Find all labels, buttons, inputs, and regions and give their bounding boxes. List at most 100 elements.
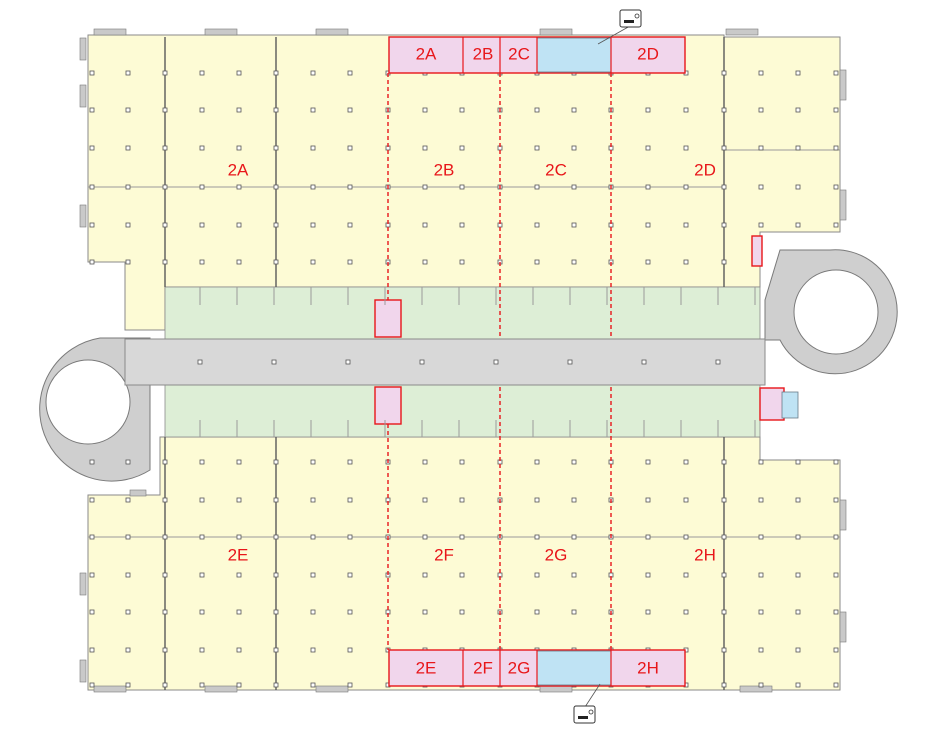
column [347, 572, 353, 578]
column [199, 497, 205, 503]
column [162, 572, 168, 578]
column [459, 609, 465, 615]
column [347, 609, 353, 615]
smoking-area-icon [573, 705, 596, 724]
column [125, 259, 131, 265]
zone-label-2e: 2E [228, 545, 249, 564]
column [683, 184, 689, 190]
column [645, 184, 651, 190]
office-label-2f: 2F [473, 658, 493, 677]
column [683, 459, 689, 465]
column [534, 497, 540, 503]
column [125, 107, 131, 113]
column [571, 459, 577, 465]
column [236, 572, 242, 578]
column [89, 70, 95, 76]
column [89, 497, 95, 503]
column [833, 572, 839, 578]
column [310, 107, 316, 113]
column [199, 184, 205, 190]
office-label-2b: 2B [473, 44, 494, 63]
column [236, 259, 242, 265]
zone-label-2f: 2F [434, 545, 454, 564]
truck-door [79, 572, 87, 596]
column [310, 497, 316, 503]
column [162, 259, 168, 265]
column [422, 184, 428, 190]
column [534, 459, 540, 465]
column [571, 572, 577, 578]
center-core-south [374, 386, 402, 425]
column [571, 259, 577, 265]
column [419, 359, 425, 365]
column [721, 259, 727, 265]
column [162, 184, 168, 190]
column [125, 70, 131, 76]
column [459, 459, 465, 465]
column [345, 359, 351, 365]
zone-label-2g: 2G [545, 545, 568, 564]
column [162, 459, 168, 465]
column [273, 682, 279, 688]
column [310, 70, 316, 76]
zone-label-2h: 2H [694, 545, 716, 564]
zone-label-2b: 2B [434, 160, 455, 179]
column [534, 259, 540, 265]
column [534, 609, 540, 615]
column [125, 647, 131, 653]
column [273, 497, 279, 503]
column [162, 222, 168, 228]
berth-row-south [164, 384, 761, 438]
center-core-north [374, 299, 402, 338]
column [236, 497, 242, 503]
column [347, 70, 353, 76]
column [89, 459, 95, 465]
column [89, 534, 95, 540]
column [758, 497, 764, 503]
column [310, 259, 316, 265]
truck-door [204, 28, 238, 36]
column [571, 497, 577, 503]
column [89, 222, 95, 228]
column [89, 259, 95, 265]
truck-door [315, 28, 349, 36]
column [645, 572, 651, 578]
column [683, 222, 689, 228]
column [162, 107, 168, 113]
column [683, 534, 689, 540]
office-label-2g: 2G [508, 658, 531, 677]
column [571, 222, 577, 228]
column [347, 107, 353, 113]
zone-label-2c: 2C [545, 160, 567, 179]
column [571, 145, 577, 151]
column [273, 609, 279, 615]
warehouse-north [87, 34, 841, 331]
column [199, 682, 205, 688]
column [795, 459, 801, 465]
column [162, 682, 168, 688]
truck-door [204, 685, 238, 693]
column [125, 534, 131, 540]
column [833, 70, 839, 76]
truck-door [739, 685, 773, 693]
column [273, 70, 279, 76]
column [571, 609, 577, 615]
smoking-area-icon [619, 9, 642, 28]
column [273, 145, 279, 151]
column [758, 609, 764, 615]
column [125, 222, 131, 228]
column [347, 145, 353, 151]
column [236, 459, 242, 465]
column [459, 145, 465, 151]
column [125, 145, 131, 151]
column [833, 497, 839, 503]
column [422, 497, 428, 503]
column [89, 647, 95, 653]
column [534, 572, 540, 578]
truck-door [839, 189, 847, 221]
column [236, 145, 242, 151]
column [273, 459, 279, 465]
truck-door [839, 499, 847, 531]
column [459, 497, 465, 503]
